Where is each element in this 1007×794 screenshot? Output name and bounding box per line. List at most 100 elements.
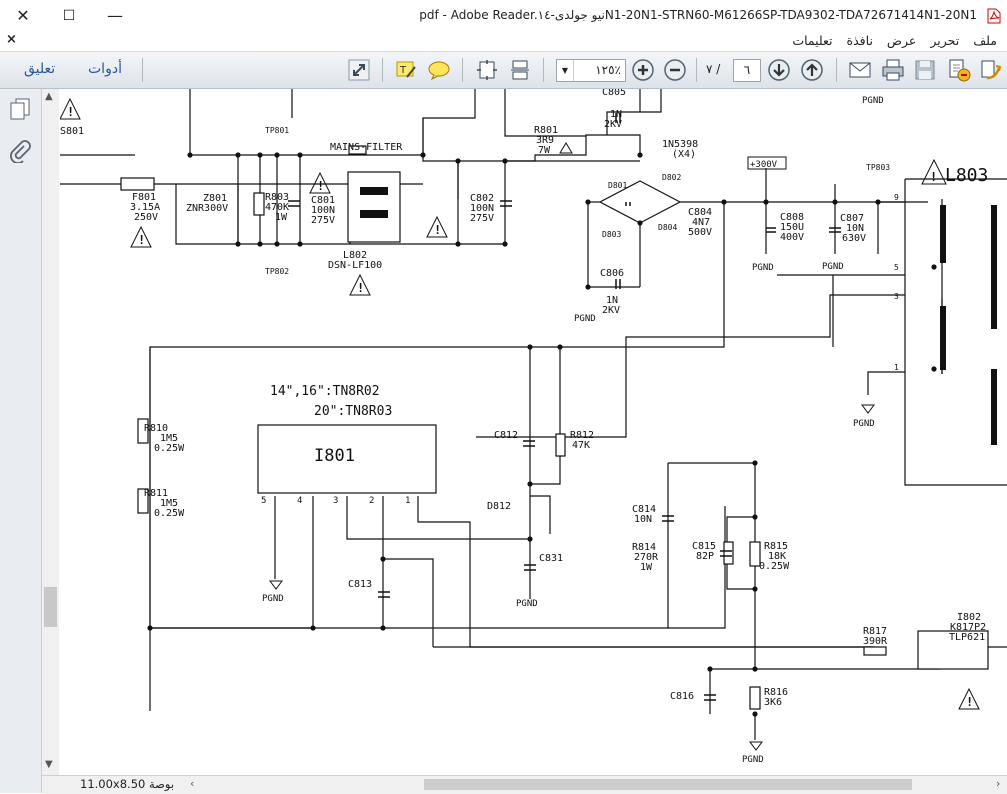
label-r815-w: 0.25W [759,561,790,572]
label-tp803: TP803 [866,163,890,172]
sign-document-icon[interactable] [946,57,972,83]
label-f801: F801 [132,192,156,203]
sticky-note-icon[interactable] [426,57,452,83]
menu-file[interactable]: ملف [973,33,997,48]
label-r814-w: 1W [640,562,653,573]
label-c813: C813 [348,579,372,590]
label-l802: L802 [343,250,367,261]
label-c802: C802 [470,193,494,204]
toolbar-separator [836,58,837,82]
svg-text:!: ! [138,233,145,247]
close-window-button[interactable]: ✕ [16,6,30,25]
label-r812: R812 [570,430,594,441]
label-pin5: 5 [894,263,899,272]
email-icon[interactable] [847,57,873,83]
label-r803: R803 [265,192,289,203]
zoom-in-icon[interactable] [630,57,656,83]
label-c806: C806 [600,268,624,279]
label-c812: C812 [494,430,518,441]
label-z801: Z801 [203,193,227,204]
label-r810: R810 [144,423,168,434]
horizontal-scroll-thumb[interactable] [424,779,912,790]
zoom-value: ١٢٥٪ [595,63,621,77]
scroll-left-arrow[interactable]: ‹ [190,777,195,790]
label-c814: C814 [632,504,656,515]
menu-window[interactable]: نافذة [846,33,873,48]
share-document-icon[interactable] [978,57,1004,83]
label-c815: C815 [692,541,716,552]
label-300v: +300V [750,160,778,170]
attachment-icon[interactable] [8,139,32,163]
label-c802-val: 100N [470,203,494,214]
label-c814-val: 10N [634,514,652,525]
label-c801-val: 100N [311,205,335,216]
menu-edit[interactable]: تحرير [930,33,960,48]
comment-panel-button[interactable]: تعليق [24,61,56,77]
page-thumbnails-icon[interactable] [8,97,32,121]
svg-text:!: ! [930,170,937,184]
status-bar: 11.00x8.50 بوصة ‹ › [42,775,1007,794]
label-r817: R817 [863,626,887,637]
svg-text:!: ! [67,105,74,119]
label-r811-w: 0.25W [154,508,185,519]
scroll-down-arrow[interactable]: ▼ [45,759,53,770]
label-pgnd: PGND [822,262,844,272]
vertical-scroll-thumb[interactable] [44,587,57,627]
label-tp801: TP801 [265,126,289,135]
expand-icon[interactable] [346,57,372,83]
title-bar: ✕ ☐ — pdf - Adobe Reader.نيو جولدى-١٤N1-… [0,0,1007,32]
toolbar-separator [543,58,544,82]
previous-page-icon[interactable] [799,57,825,83]
label-r811: R811 [144,488,168,499]
page-number-input[interactable]: ٦ [733,59,761,82]
label-r816: R816 [764,687,788,698]
label-c816: C816 [670,691,694,702]
scroll-right-arrow[interactable]: › [996,777,1001,790]
save-icon[interactable] [912,57,938,83]
vertical-scrollbar[interactable]: ▲ ▼ [42,89,59,775]
window-title: pdf - Adobe Reader.نيو جولدى-١٤N1-20N1-S… [419,8,977,22]
label-c801-v: 275V [311,215,335,226]
label-c804-v: 500V [688,227,712,238]
highlight-text-icon[interactable]: T [393,57,419,83]
schematic-diagram: !!! !!!! S801 F801 3.15A 250V Z801 ZNR30… [60,89,1007,765]
label-c805: C805 [602,89,626,98]
label-r803-val: 470K [265,202,289,213]
label-d802: D802 [662,173,681,182]
scroll-up-arrow[interactable]: ▲ [45,91,53,102]
label-z801-val: ZNR300V [186,203,228,214]
menu-help[interactable]: تعليمات [792,33,833,48]
label-r811-val: 1M5 [160,498,178,509]
zoom-select[interactable]: ▼ ١٢٥٪ [556,59,626,82]
page-total: ٧ / [706,62,721,76]
label-r810-val: 1M5 [160,433,178,444]
label-r814-val: 270R [634,552,659,563]
maximize-window-button[interactable]: ☐ [62,7,76,24]
label-pin3: 3 [894,292,899,301]
close-document-button[interactable]: × [6,32,17,47]
minimize-window-button[interactable]: — [107,6,123,25]
next-page-icon[interactable] [766,57,792,83]
tools-panel-button[interactable]: أدوات [88,61,122,77]
fit-page-icon[interactable] [474,57,500,83]
label-c805-v: 2KV [604,119,622,130]
label-r812-val: 47K [572,440,590,451]
print-icon[interactable] [880,57,906,83]
document-view[interactable]: !!! !!!! S801 F801 3.15A 250V Z801 ZNR30… [60,89,1007,775]
navigation-panel [0,89,42,793]
label-c801: C801 [311,195,335,206]
menu-view[interactable]: عرض [886,33,917,48]
scroll-mode-icon[interactable] [507,57,533,83]
chevron-down-icon[interactable]: ▼ [557,60,574,81]
label-pin4: 4 [297,496,302,506]
label-pgnd: PGND [752,263,774,273]
label-f801-v: 250V [134,212,158,223]
label-l802-part: DSN-LF100 [328,260,382,271]
label-pgnd: PGND [742,755,764,765]
label-r815: R815 [764,541,788,552]
label-c808-val: 150U [780,222,804,233]
zoom-out-icon[interactable] [662,57,688,83]
label-r801-w: 7W [538,145,551,156]
label-r815-val: 18K [768,551,786,562]
label-r801: R801 [534,125,558,136]
